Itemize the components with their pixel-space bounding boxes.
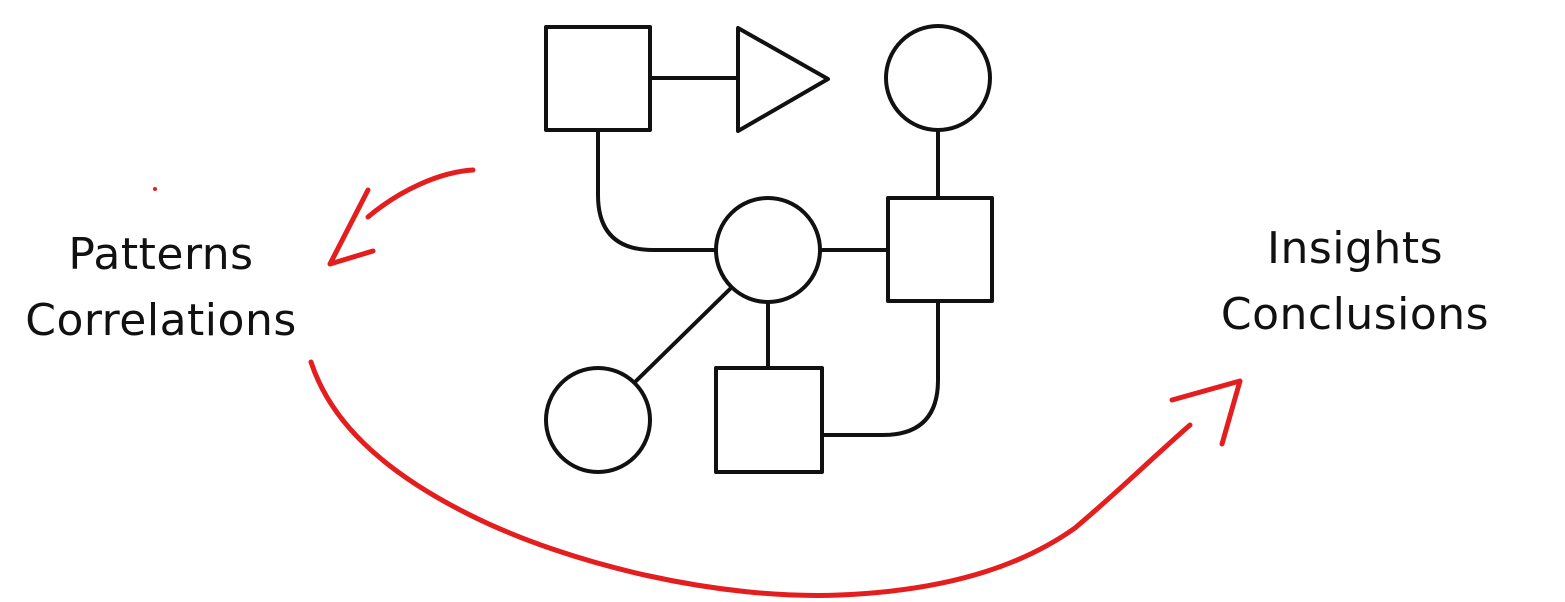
- patterns-correlations-label: Patterns Correlations: [0, 222, 322, 354]
- correlations-text: Correlations: [25, 295, 297, 346]
- connector-square-center-circle: [596, 128, 718, 252]
- insights-conclusions-label: Insights Conclusions: [1195, 216, 1515, 348]
- node-circle-top-right: [884, 24, 992, 132]
- connector-right-square-bottom-square: [820, 300, 940, 437]
- insights-text: Insights: [1266, 223, 1443, 274]
- annotation-arrow-long-head: [1169, 378, 1243, 447]
- annotation-dot: [153, 187, 157, 191]
- annotation-strokes: [153, 167, 1243, 598]
- diagram-nodes: [544, 24, 994, 474]
- node-circle-bottom-left: [544, 366, 652, 474]
- annotation-arrow-left-shaft: [365, 167, 476, 220]
- annotation-arrow-left-head: [327, 187, 376, 267]
- annotation-arrow-long-shaft: [308, 359, 1193, 598]
- node-circle-center: [714, 196, 822, 304]
- node-square-top-left: [544, 25, 652, 132]
- patterns-text: Patterns: [68, 229, 254, 280]
- conclusions-text: Conclusions: [1220, 289, 1490, 340]
- node-square-right: [886, 196, 994, 303]
- connector-center-circle-bottom-circle: [632, 286, 733, 385]
- connector-lines: [596, 76, 940, 437]
- node-square-bottom: [714, 366, 824, 474]
- node-triangle: [736, 26, 830, 133]
